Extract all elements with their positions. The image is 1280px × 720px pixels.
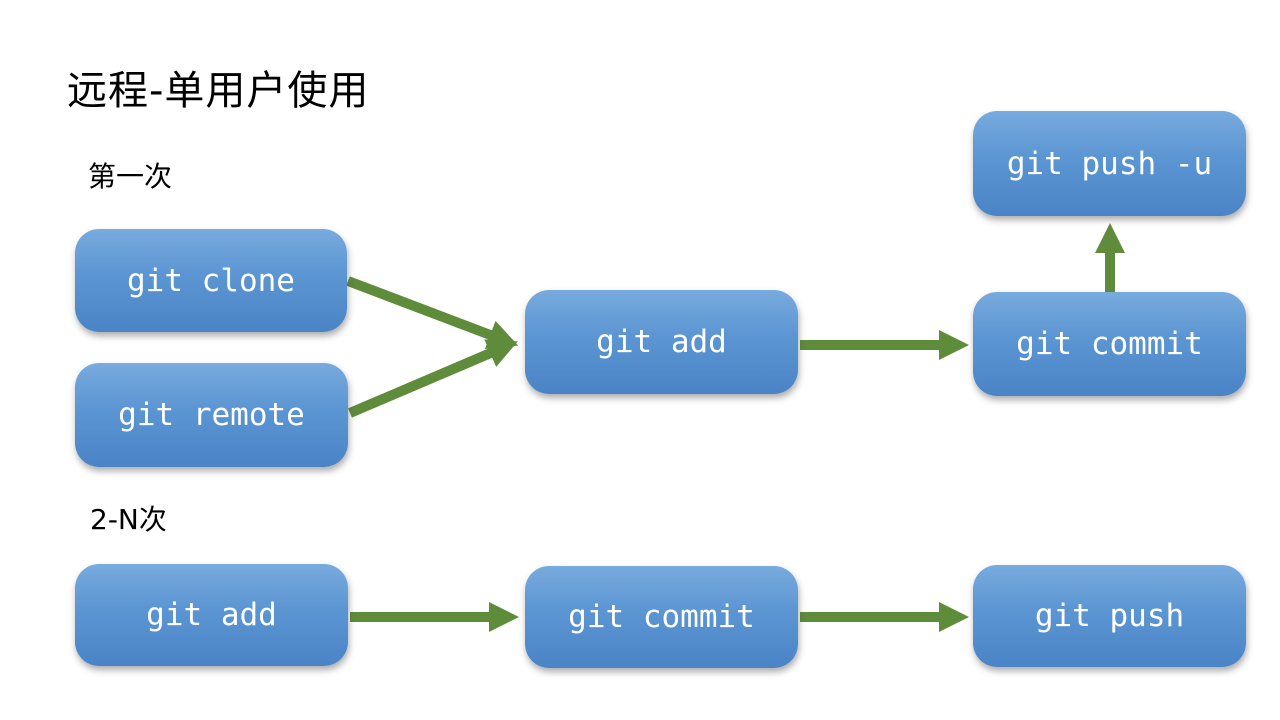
node-git-commit-first: git commit	[973, 292, 1246, 396]
node-git-remote: git remote	[75, 363, 348, 467]
section-label-first-time: 第一次	[88, 160, 173, 193]
arrow-remote-to-add	[348, 339, 518, 418]
section-label-2-n-times: 2-N次	[90, 503, 167, 536]
arrow-clone-to-add	[346, 276, 519, 349]
node-git-clone: git clone	[75, 229, 347, 332]
node-git-add-first: git add	[525, 290, 798, 394]
slide-title: 远程-单用户使用	[67, 68, 370, 114]
node-git-push-repeat: git push	[973, 565, 1246, 667]
node-git-push-u: git push -u	[973, 111, 1246, 216]
node-git-commit-repeat: git commit	[525, 566, 798, 668]
node-git-add-repeat: git add	[75, 564, 348, 666]
